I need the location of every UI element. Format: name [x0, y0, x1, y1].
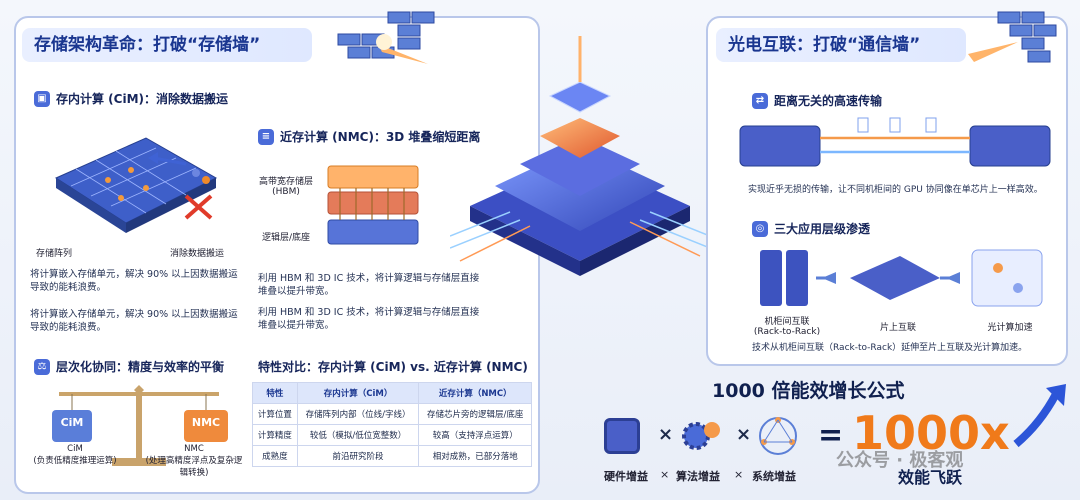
cim-heading: ▣ 存内计算 (CiM)：消除数据搬运: [34, 90, 228, 107]
times-4: ×: [734, 468, 744, 481]
cim-array-illustration: [54, 137, 218, 233]
col-cim: 存内计算（CiM）: [296, 382, 420, 404]
times-1: ×: [658, 424, 674, 445]
nmc-desc-1: 利用 HBM 和 3D IC 技术，将计算逻辑与存储层直接堆叠以提升带宽。: [258, 273, 480, 297]
layers-icon: ≡: [258, 128, 274, 145]
equals: =: [818, 418, 844, 453]
left-panel-title: 存储架构革命：打破“存储墙”: [22, 28, 312, 62]
nmc-desc-2: 利用 HBM 和 3D IC 技术，将计算逻辑与存储层直接堆叠以提升带宽。: [258, 307, 480, 331]
comparison-table: 特性 存内计算（CiM） 近存计算（NMC） 计算位置 存储阵列内部（位线/字线…: [252, 382, 532, 467]
col-nmc: 近存计算（NMC）: [418, 382, 532, 404]
link-icon: ⇄: [752, 92, 768, 109]
levels-illustration: [760, 249, 1043, 307]
balance-scale-illustration: [52, 385, 228, 466]
cim-box-label: CiM: [60, 416, 84, 429]
term-hardware: 硬件增益: [604, 470, 648, 483]
transfer-desc: 实现近乎无损的传输，让不同机柜间的 GPU 协同像在单芯片上一样高效。: [748, 185, 1043, 195]
scale-icon: ⚖: [34, 358, 50, 375]
balance-heading: ⚖ 层次化协同：精度与效率的平衡: [34, 358, 224, 375]
chip-stack-illustration: [450, 36, 710, 276]
term-algorithm: 算法增益: [676, 470, 720, 483]
network-icon: ◎: [752, 220, 768, 237]
right-panel-title: 光电互联：打破“通信墙”: [716, 28, 966, 62]
arrow-up-icon: [1013, 384, 1066, 448]
levels-desc: 技术从机柜间互联（Rack-to-Rack）延伸至片上互联及光计算加速。: [752, 343, 1028, 353]
nmc-stack-illustration: [327, 165, 419, 245]
compare-heading: 特性对比：存内计算 (CiM) vs. 近存计算 (NMC): [258, 360, 528, 374]
transfer-heading: ⇄ 距离无关的高速传输: [752, 92, 882, 109]
nmc-box-label: NMC: [191, 416, 221, 429]
nmc-heading: ≡ 近存计算 (NMC)：3D 堆叠缩短距离: [258, 128, 480, 145]
result: 1000x: [852, 406, 1010, 460]
times-3: ×: [660, 468, 670, 481]
level-onchip: 片上互联: [879, 323, 916, 333]
level-optical: 光计算加速: [987, 323, 1033, 333]
result-caption: 效能飞跃: [898, 468, 963, 487]
col-feature: 特性: [252, 382, 298, 404]
level-rack: 机柜间互联 (Rack-to-Rack): [753, 317, 821, 337]
hardware-icon: [604, 418, 640, 454]
transfer-illustration: [739, 117, 1051, 167]
brick-wall-illustration: [337, 11, 435, 64]
array-label: 存储阵列: [36, 249, 73, 259]
hbm-label: 高带宽存储层 (HBM): [258, 177, 313, 197]
cim-caption: CiM (负责低精度推理运算): [33, 444, 117, 466]
table-row: 计算精度 较低（模拟/低位宽整数） 较高（支持浮点运算）: [252, 424, 532, 446]
formula-title: 1000 倍能效增长公式: [712, 380, 905, 402]
cim-desc-1: 将计算嵌入存储单元，解决 90% 以上因数据搬运导致的能耗浪费。: [30, 269, 238, 293]
nmc-caption: NMC (处理高精度浮点及复杂逻辑转换): [145, 444, 243, 478]
table-row: 成熟度 前沿研究阶段 相对成熟，已部分落地: [252, 445, 532, 467]
cim-desc-2: 将计算嵌入存储单元，解决 90% 以上因数据搬运导致的能耗浪费。: [30, 309, 238, 333]
levels-heading: ◎ 三大应用层级渗透: [752, 220, 870, 237]
gear-icon: [682, 422, 720, 450]
term-system: 系统增益: [752, 470, 796, 483]
eliminate-label: 消除数据搬运: [170, 249, 225, 259]
right-panel: [706, 16, 1068, 366]
chip-icon: ▣: [34, 90, 50, 107]
logic-label: 逻辑层/底座: [261, 233, 311, 243]
network-sphere-icon: [759, 417, 797, 455]
times-2: ×: [736, 424, 752, 445]
watermark: 公众号 · 极客观: [836, 450, 964, 471]
table-row: 计算位置 存储阵列内部（位线/字线） 存储芯片旁的逻辑层/底座: [252, 403, 532, 425]
brick-wall-right-illustration: [968, 11, 1057, 63]
